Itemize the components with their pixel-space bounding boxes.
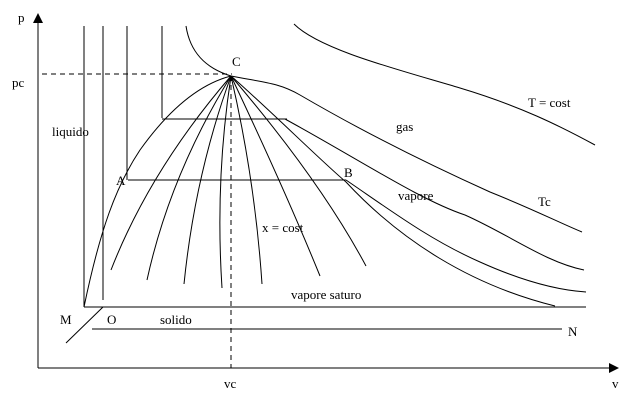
- isotherm-label: T = cost: [528, 95, 571, 110]
- y-axis-label: p: [18, 10, 25, 25]
- vapor-region-label: vapore: [398, 188, 434, 203]
- saturated-liquid-curve: [83, 75, 232, 308]
- gas-region-label: gas: [396, 119, 413, 134]
- quality-lines-label: x = cost: [262, 220, 304, 235]
- critical-isotherm-label: Tc: [538, 194, 551, 209]
- quality-line-5: [230, 75, 263, 285]
- point-o-label: O: [107, 312, 116, 327]
- point-n-label: N: [568, 324, 578, 339]
- isotherm-vapor-2: [345, 179, 587, 293]
- point-m-label: M: [60, 312, 72, 327]
- quality-line-1: [110, 75, 232, 271]
- point-a-label: A: [116, 173, 126, 188]
- point-c-label: C: [232, 54, 241, 69]
- isotherm-upper: [293, 23, 596, 146]
- liquid-region-label: liquido: [52, 124, 89, 139]
- quality-line-7: [230, 75, 367, 267]
- quality-line-4: [219, 75, 232, 289]
- critical-isotherm: [185, 25, 583, 233]
- x-axis-label: v: [612, 376, 619, 391]
- quality-line-6: [230, 75, 321, 277]
- vc-label: vc: [224, 376, 237, 391]
- pc-label: pc: [12, 75, 25, 90]
- quality-line-2: [146, 75, 232, 281]
- saturated-vapor-curve: [230, 75, 556, 307]
- saturated-vapor-label: vapore saturo: [291, 287, 361, 302]
- solid-region-label: solido: [160, 312, 192, 327]
- solid-diagonal: [65, 306, 104, 344]
- point-b-label: B: [344, 165, 353, 180]
- quality-line-3: [183, 75, 232, 285]
- isotherm-vapor-1: [284, 118, 585, 271]
